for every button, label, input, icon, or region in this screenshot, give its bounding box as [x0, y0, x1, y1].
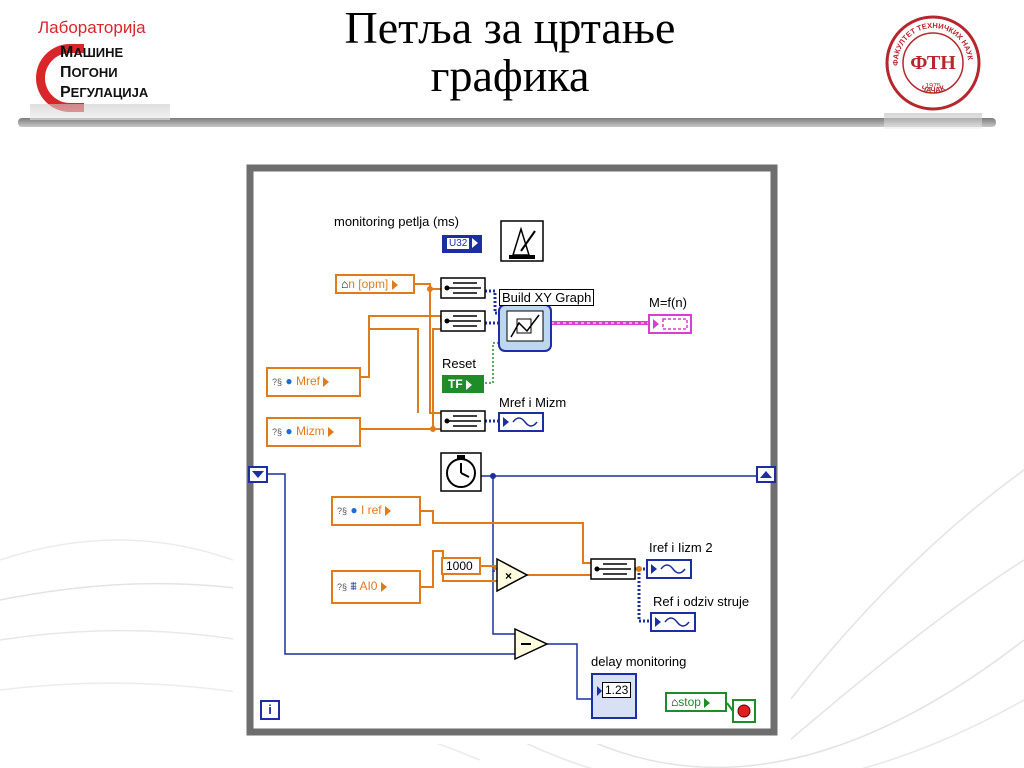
faculty-seal-icon: ФАКУЛТЕТ ТЕХНИЧКИХ НАУКА ЧАЧАК ФТН 1975: [884, 14, 981, 111]
label-mref-i-mizm: Mref i Mizm: [499, 395, 567, 410]
u32-control[interactable]: U32: [442, 235, 482, 253]
stop-button-control[interactable]: ⌂stop: [665, 692, 727, 712]
lab-logo-line1: Лабораторија: [38, 18, 146, 37]
wait-metronome-icon: [500, 220, 544, 262]
xy-graph-terminal-icon: [648, 314, 692, 334]
bundle-node-2-icon: [440, 310, 486, 332]
svg-text:ЧАЧАК: ЧАЧАК: [920, 83, 947, 95]
label-ref-i-odziv-struje: Ref i odziv struje: [653, 594, 750, 609]
while-loop-frame: [246, 164, 778, 736]
tick-count-clock-icon: [440, 452, 482, 492]
lab-logo-reflection: [30, 104, 170, 120]
block-diagram-wires: ×: [246, 164, 778, 736]
chart-terminal-iref-iizm-icon: [646, 559, 692, 579]
seal-year: 1975: [925, 83, 941, 90]
stop-condition-icon: [732, 699, 756, 723]
bundle-node-1-icon: [440, 277, 486, 299]
seal-reflection: [884, 113, 982, 129]
ai0-daq-channel[interactable]: ?§ ⩩ AI0: [331, 570, 421, 604]
iteration-terminal: i: [260, 700, 280, 720]
label-m-f-n: M=f(n): [649, 295, 687, 310]
chart-terminal-ref-odziv-icon: [650, 612, 696, 632]
label-monitoring-petlja: monitoring petlja (ms): [334, 214, 459, 229]
svg-text:×: ×: [505, 569, 512, 583]
label-reset: Reset: [442, 356, 476, 371]
chart-terminal-mref-mizm-icon: [498, 412, 544, 432]
seal-monogram: ФТН: [910, 52, 956, 74]
slide-title: Петља за цртање графика: [230, 4, 790, 100]
title-underline: [18, 118, 996, 127]
mref-shared-variable[interactable]: ?§ ● Mref: [266, 367, 361, 397]
label-delay-monitoring: delay monitoring: [591, 654, 687, 669]
constant-1000[interactable]: 1000: [441, 557, 481, 575]
slide-title-line1: Петља за цртање: [344, 2, 676, 53]
slide-title-line2: графика: [430, 50, 590, 101]
multiply-node-icon: ×: [496, 557, 529, 593]
n-opm-control[interactable]: ⌂n [opm]: [335, 274, 415, 294]
labview-block-diagram: × monitoring petlja (ms) Build XY Graph …: [233, 151, 791, 744]
lab-logo-line2: МАШИНЕ: [60, 44, 124, 61]
bundle-node-4-icon: [590, 558, 636, 580]
seal-bottom-text: ЧАЧАК: [920, 83, 947, 95]
lab-logo-line4: РЕГУЛАЦИЈА: [60, 84, 149, 101]
iref-shared-variable[interactable]: ?§ ● I ref: [331, 496, 421, 526]
bundle-node-3-icon: [440, 410, 486, 432]
lab-logo-line3: ПОГОНИ: [60, 64, 118, 81]
reset-boolean-control[interactable]: TF: [442, 375, 484, 393]
mizm-shared-variable[interactable]: ?§ ● Mizm: [266, 417, 361, 447]
subtract-node-icon: [514, 627, 549, 661]
delay-monitoring-indicator: 1.23: [591, 673, 637, 719]
label-build-xy-graph: Build XY Graph: [499, 289, 595, 306]
build-xy-graph-icon: [498, 304, 552, 352]
lab-logo: Лабораторија МАШИНЕ ПОГОНИ РЕГУЛАЦИЈА: [30, 12, 170, 122]
label-iref-i-iizm: Iref i Iizm 2: [649, 540, 713, 555]
